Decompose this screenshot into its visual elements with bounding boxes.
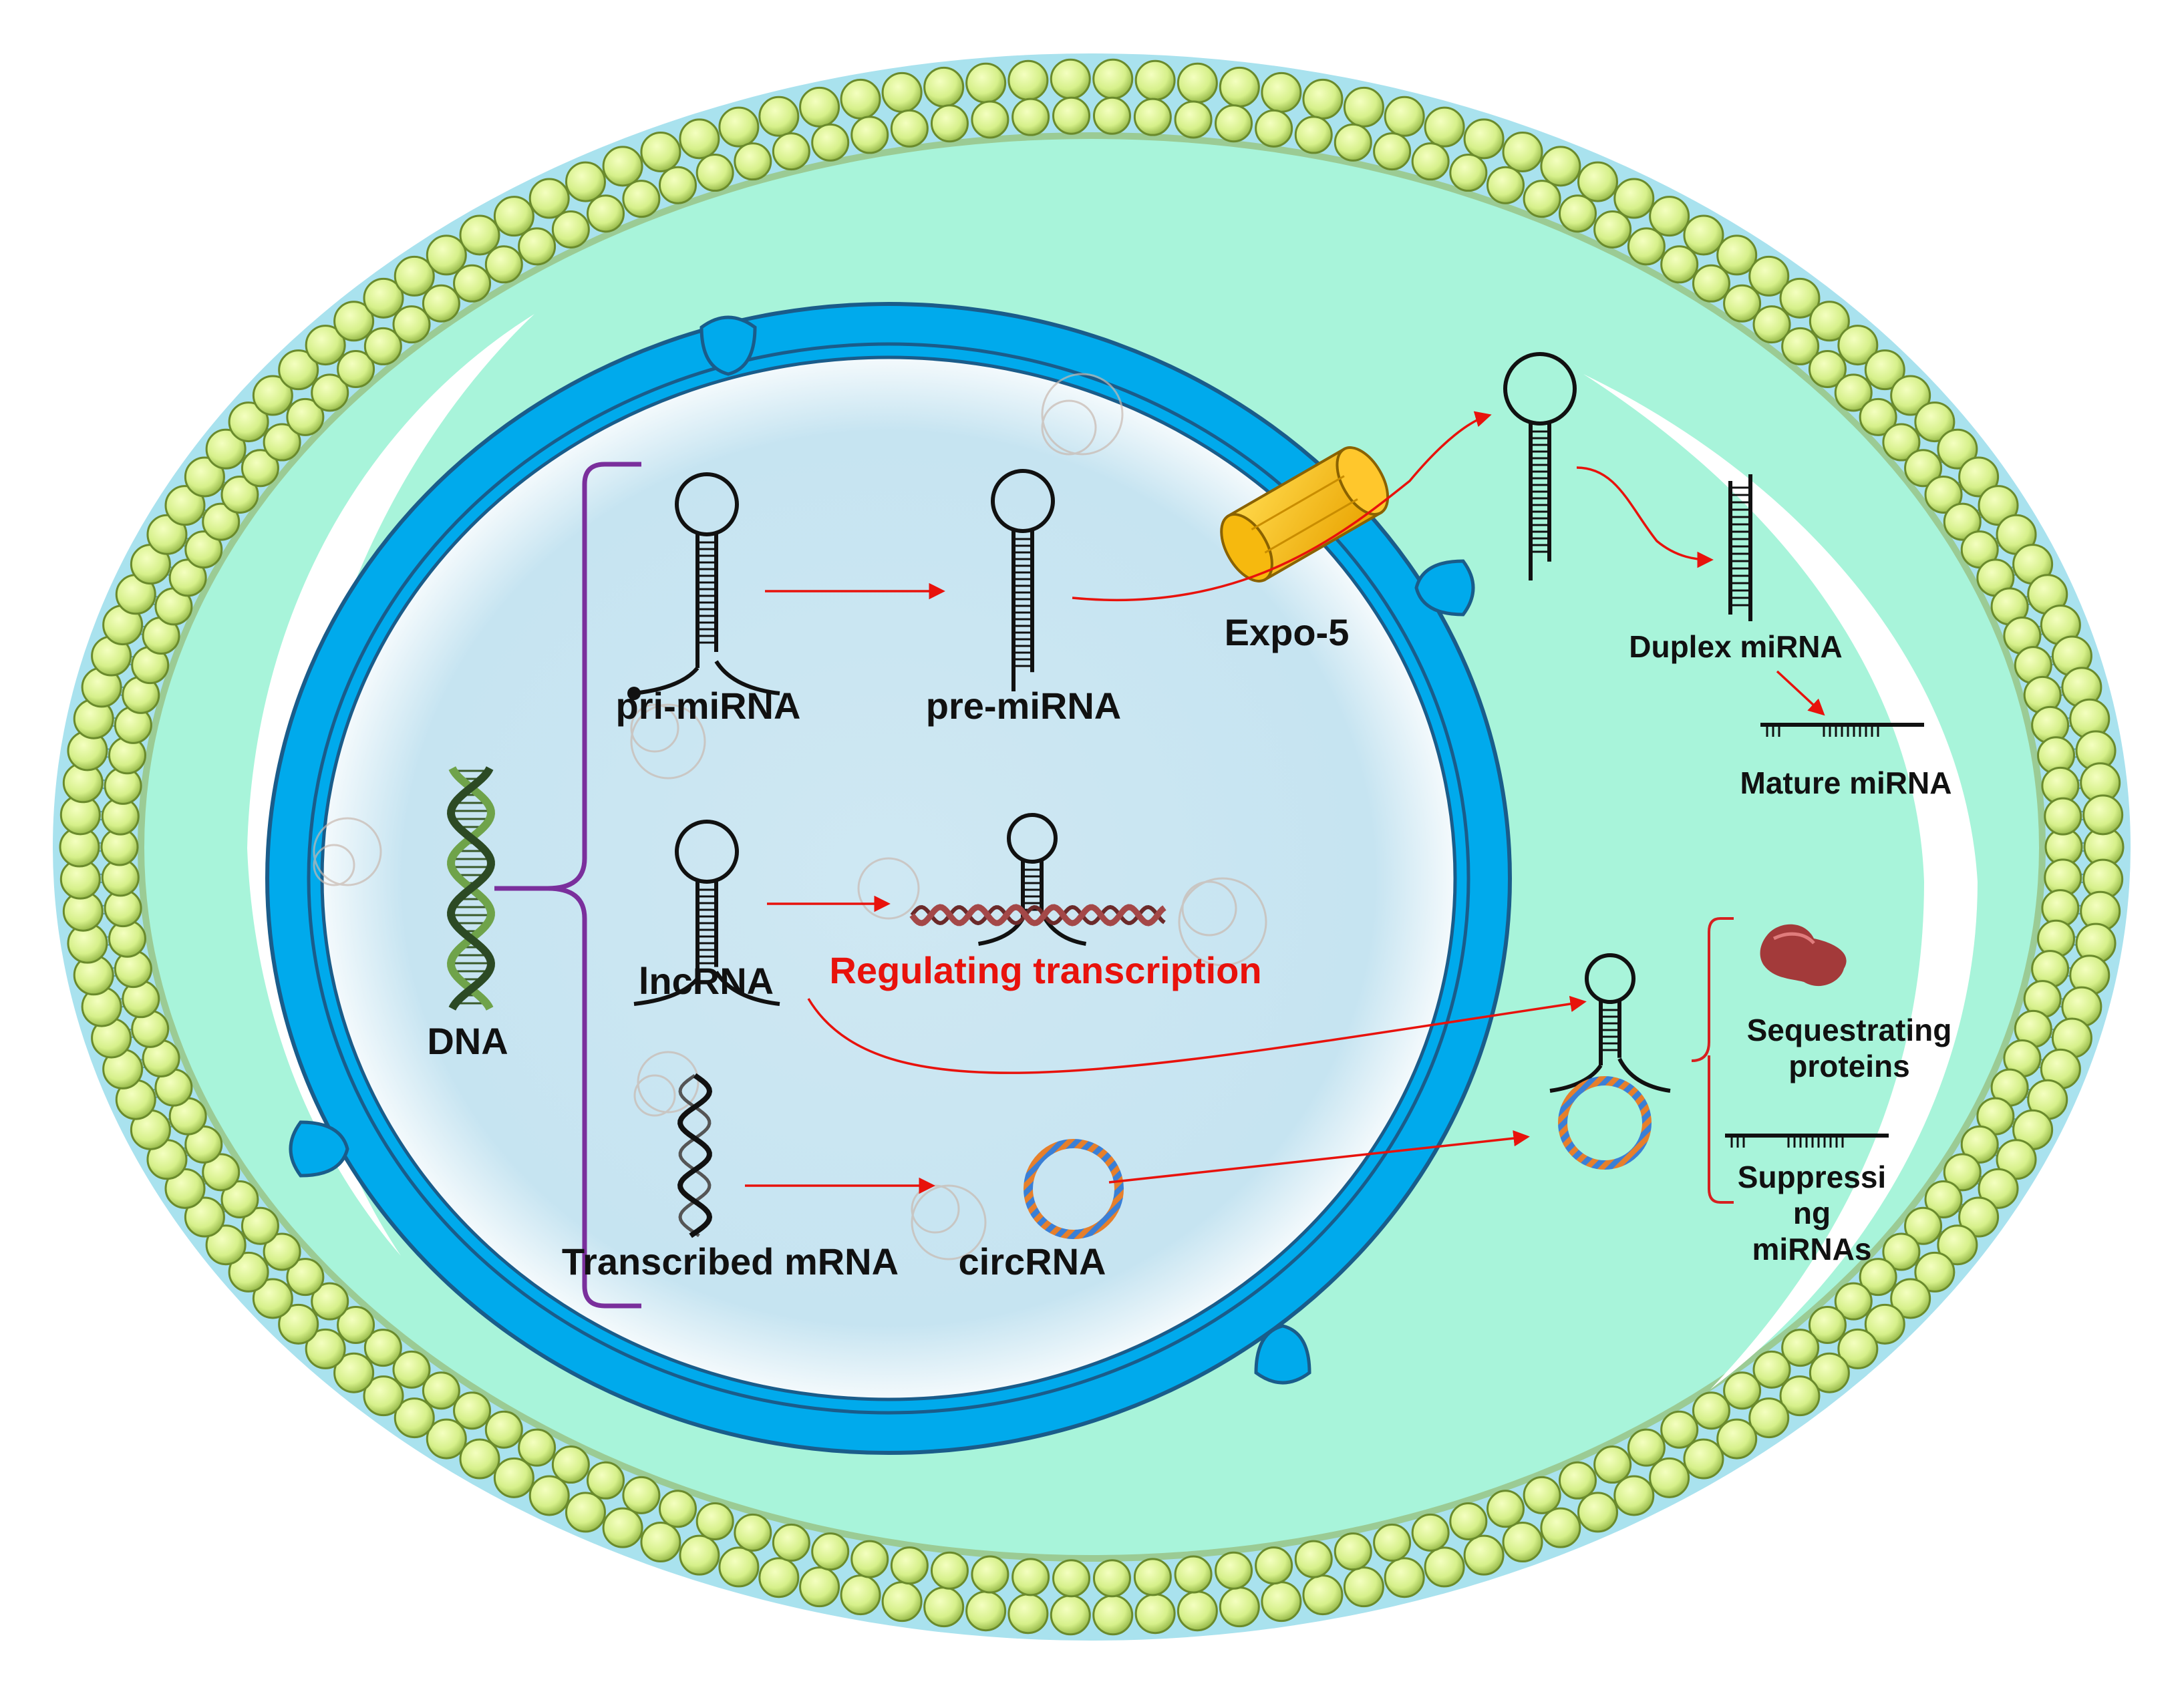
label-proteins: proteins	[1788, 1049, 1909, 1083]
label-sequestrating: Sequestrating	[1747, 1013, 1952, 1047]
dna-strand-icon	[909, 904, 1166, 926]
transcribed-mrna-icon	[677, 1073, 713, 1238]
label-duplex-mirna: Duplex miRNA	[1629, 629, 1842, 664]
mature-mirna-icon	[1760, 723, 1924, 737]
process-arrows	[745, 411, 1825, 1194]
nucleoplasm	[320, 355, 1457, 1401]
label-regulating-transcription: Regulating transcription	[829, 949, 1261, 991]
label-suppressing-2: ng	[1793, 1196, 1831, 1230]
label-pri-mirna: pri-miRNA	[616, 685, 801, 727]
exportin-channel-icon	[1220, 446, 1390, 582]
dna-double-helix-icon	[447, 766, 495, 1011]
lncrna-hairpin-icon	[633, 820, 780, 1006]
cytoplasmic-pre-mirna-icon	[1503, 352, 1577, 580]
label-lncrna: lncRNA	[639, 960, 774, 1002]
lipid-heads-outer	[59, 58, 2125, 1636]
dna-products-bracket	[494, 462, 641, 1309]
label-dna: DNA	[427, 1020, 508, 1062]
lipid-heads-inner	[100, 96, 2083, 1598]
vesicle-swirls	[313, 373, 1267, 1260]
label-suppressing-3: miRNAs	[1752, 1232, 1872, 1266]
circular-rna-icon	[1024, 1076, 1652, 1239]
suppressing-mirna-icon	[1725, 1134, 1889, 1148]
pri-mirna-hairpin-icon	[627, 472, 780, 700]
arrow-lncrna-to-cytoplasm	[807, 995, 1587, 1074]
arrow-pre-to-duplex	[1576, 466, 1714, 568]
label-transcribed-mrna: Transcribed mRNA	[562, 1240, 899, 1283]
label-pre-mirna: pre-miRNA	[926, 685, 1121, 727]
arrow-duplex-to-mature	[1776, 670, 1825, 716]
cytoplasm-highlight-left	[247, 314, 534, 1256]
arrow-circrna-to-cytoplasm	[1108, 1130, 1530, 1184]
cytoplasmic-lncrna-icon	[1549, 953, 1671, 1093]
arrow-pre-to-export	[1072, 411, 1492, 602]
label-circrna: circRNA	[959, 1240, 1106, 1283]
label-expo5: Expo-5	[1225, 611, 1350, 653]
pre-mirna-hairpin-icon	[991, 469, 1055, 691]
outcomes-bracket	[1691, 917, 1734, 1204]
nuclear-pores	[289, 315, 1475, 1385]
label-mature-mirna: Mature miRNA	[1740, 766, 1952, 800]
duplex-mirna-icon	[1728, 474, 1752, 621]
protein-blob-icon	[1760, 924, 1847, 987]
label-suppressing-1: Suppressi	[1738, 1160, 1886, 1194]
